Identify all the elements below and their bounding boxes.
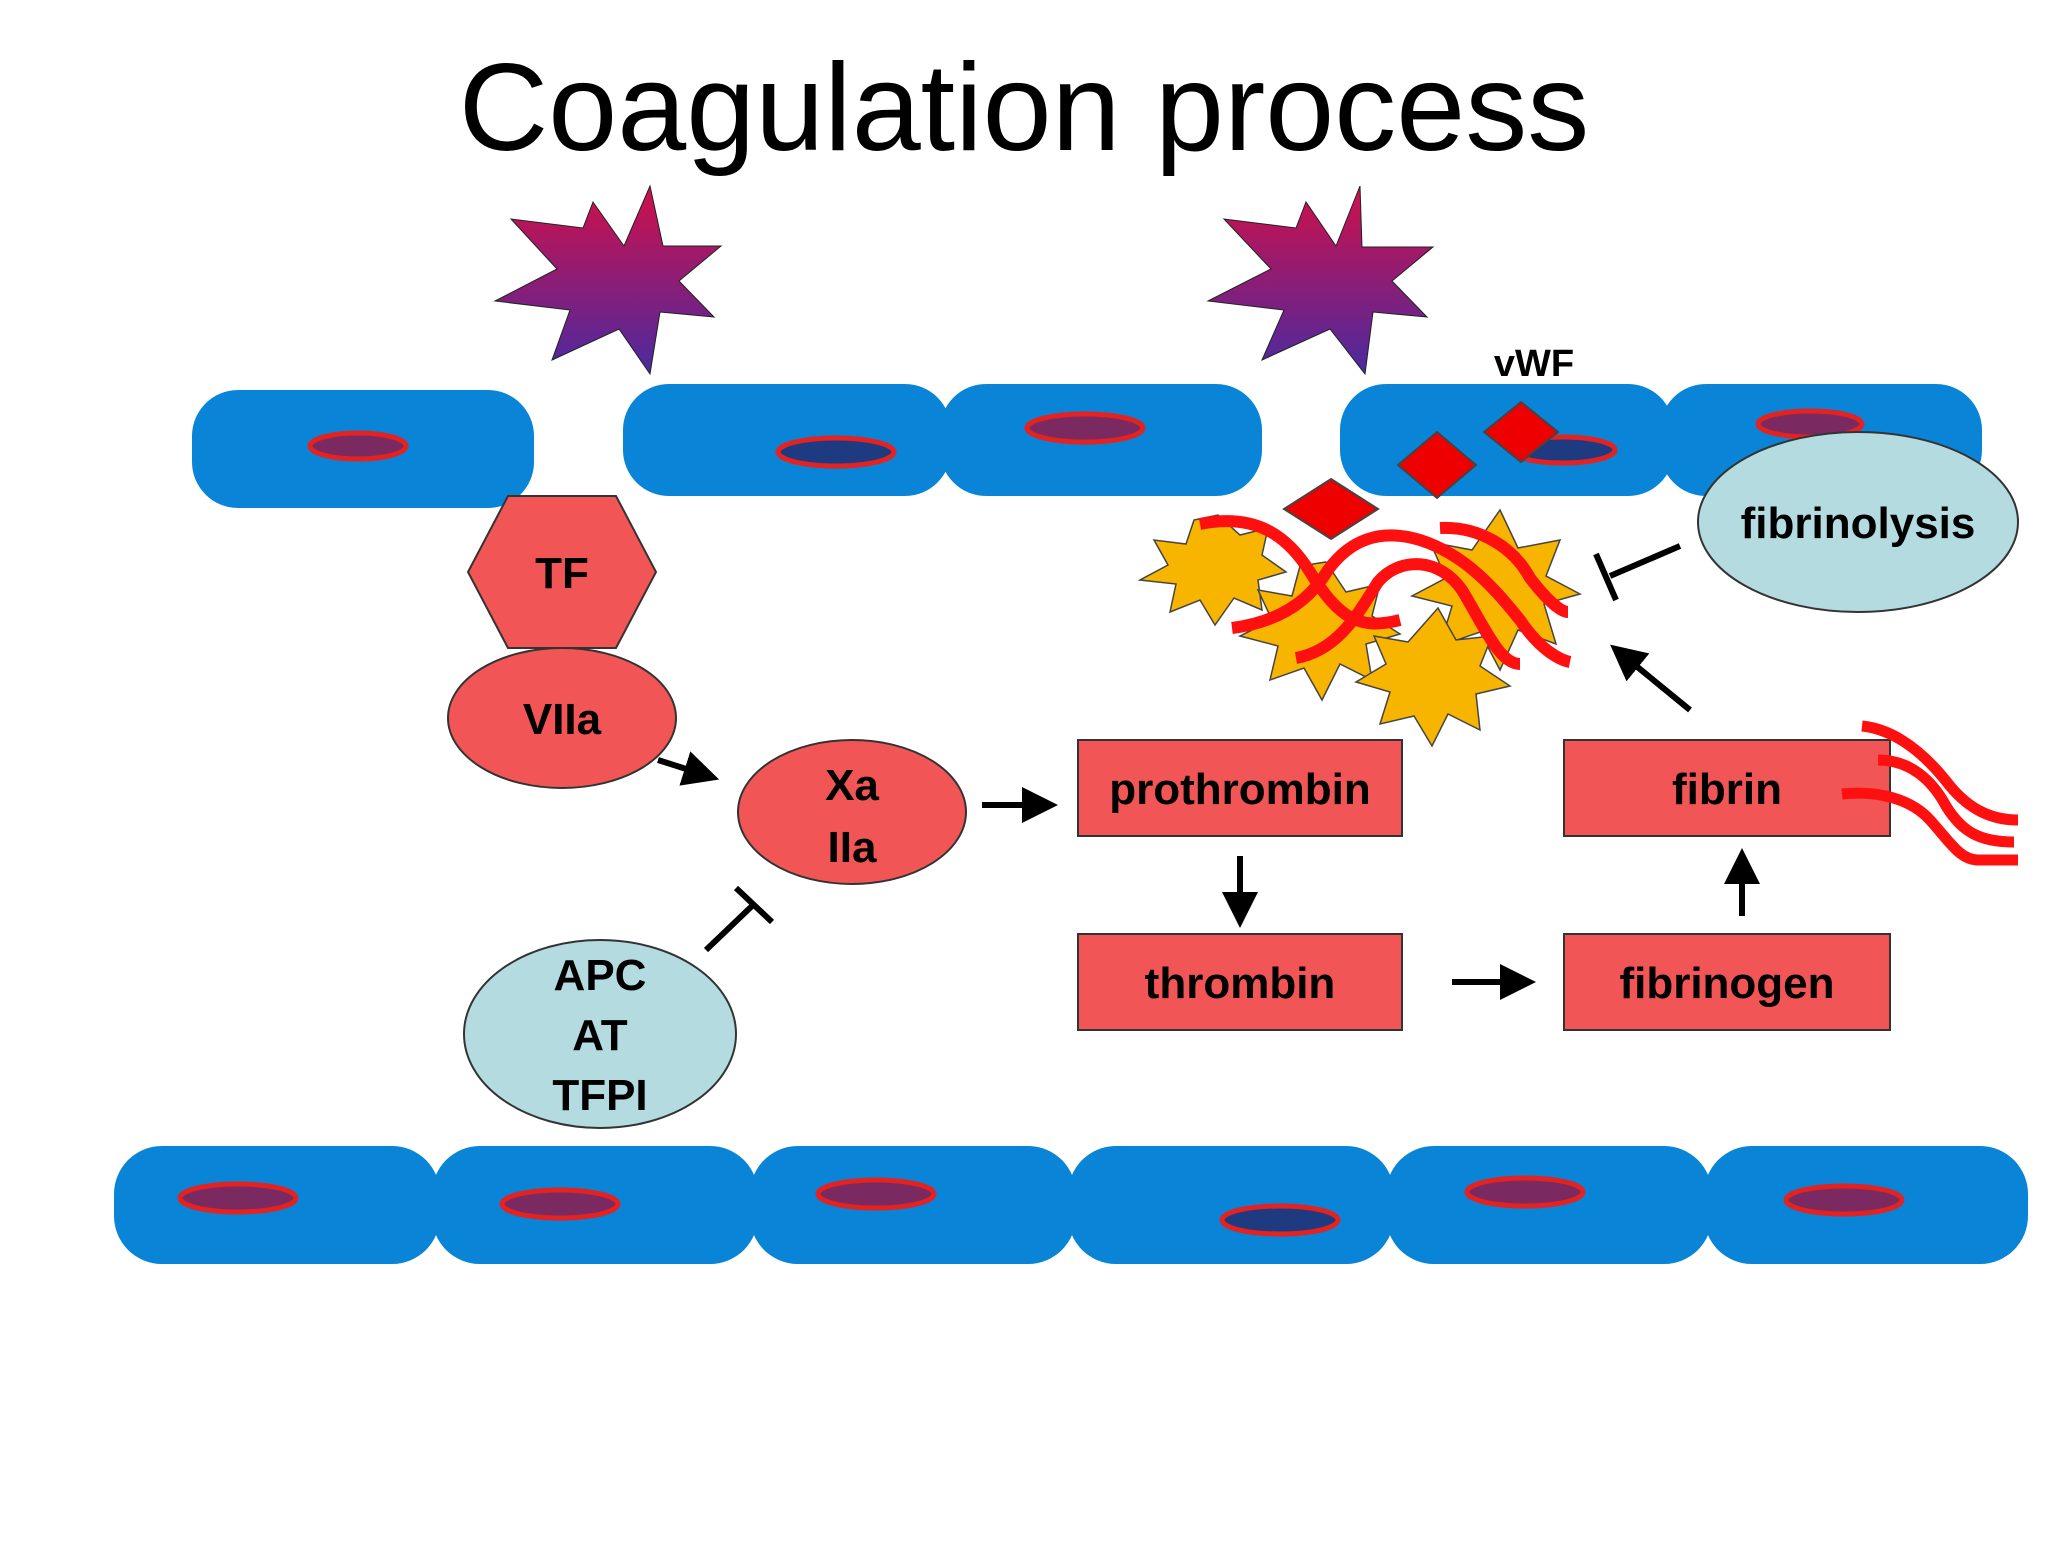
fibrinolysis-ellipse: [1697, 431, 2019, 613]
vwf-diamond-icon: [1396, 430, 1478, 500]
fibrinogen-label: fibrinogen: [1619, 959, 1834, 1008]
prothrombin-box: [1077, 739, 1403, 837]
vwf-diamond-icon: [1282, 477, 1380, 541]
inhibition-apc-to-xa: [703, 903, 755, 953]
thrombin-label: thrombin: [1145, 959, 1336, 1008]
thrombin-box: [1077, 933, 1403, 1031]
cell-nucleus: [1464, 1175, 1586, 1209]
inhibition-fibrinolysis-to-clot: [1608, 543, 1682, 579]
injury-burst-icon: [1206, 185, 1435, 376]
inhibitor-ellipse: [463, 939, 737, 1129]
cell-nucleus: [177, 1181, 299, 1215]
fibrin-strand: [1294, 558, 1521, 670]
prothrombin-label: prothrombin: [1109, 765, 1371, 814]
fibrin-label: fibrin: [1672, 765, 1782, 814]
fibrin-strand: [1439, 521, 1569, 618]
fibrin-strand: [1877, 754, 2015, 848]
cell-nucleus: [815, 1177, 937, 1211]
viia-ellipse: [447, 647, 677, 789]
apc-label: APC: [554, 951, 647, 1000]
arrow-viia-to-xa: [657, 751, 720, 786]
vwf-label: vWF: [1494, 343, 1574, 385]
fibrin-strand: [1231, 529, 1572, 668]
cell-nucleus: [775, 435, 897, 469]
fibrin-strand: [1198, 515, 1402, 630]
xa-iia-ellipse: [737, 739, 967, 885]
endothelial-cell: [623, 384, 951, 496]
platelet-icon: [1237, 561, 1402, 702]
page-title: Coagulation process: [458, 39, 1590, 177]
platelet-clot: [1137, 508, 1583, 748]
platelet-icon: [1354, 606, 1512, 748]
cell-nucleus: [1219, 1203, 1341, 1237]
inhibition-bar: [733, 885, 775, 925]
cell-nucleus: [1783, 1183, 1905, 1217]
fibrinogen-box: [1563, 933, 1891, 1031]
cell-nucleus: [1024, 411, 1146, 445]
bottom-endothelium: [114, 1146, 2028, 1264]
fibrin-strand: [1861, 720, 2019, 826]
cell-nucleus: [499, 1187, 621, 1221]
xa-label: Xa: [825, 761, 879, 810]
inhibition-bar: [1593, 552, 1619, 602]
fibrin-box: [1563, 739, 1891, 837]
arrows: [657, 644, 1760, 1000]
tfpi-label: TFPI: [552, 1071, 647, 1120]
endothelial-cell: [1068, 1146, 1394, 1264]
injury-burst-icon: [493, 184, 723, 376]
tf-label: TF: [535, 549, 589, 598]
fibrinolysis-label: fibrinolysis: [1741, 499, 1976, 548]
at-label: AT: [572, 1011, 628, 1060]
viia-label: VIIa: [523, 695, 602, 744]
inhibitions: [703, 543, 1682, 953]
vwf-diamond-icon: [1482, 400, 1560, 464]
tf-hexagon: [466, 495, 658, 649]
fibrin-strand: [1841, 787, 2018, 866]
arrow-fibrin-to-clot: [1610, 644, 1692, 713]
iia-label: IIa: [828, 823, 877, 872]
platelet-icon: [1137, 514, 1288, 627]
cell-nucleus: [307, 430, 409, 462]
